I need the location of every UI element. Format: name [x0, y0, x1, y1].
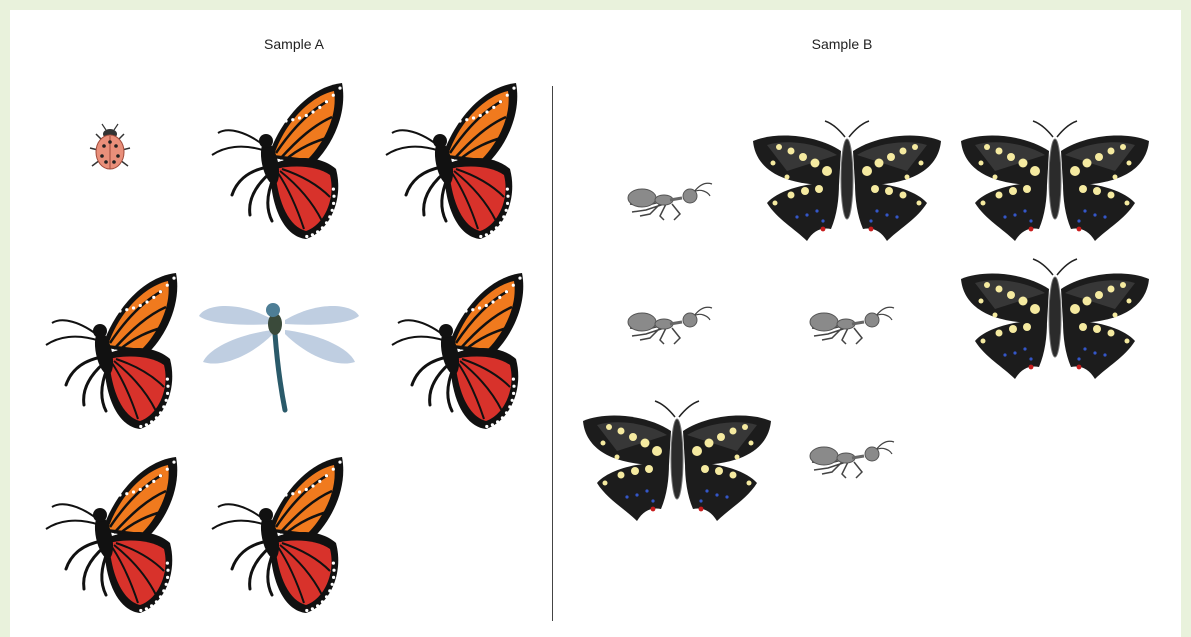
monarch-butterfly-icon — [380, 82, 520, 240]
swallowtail-butterfly-icon — [960, 258, 1150, 380]
ant-icon — [806, 436, 898, 480]
monarch-butterfly-icon — [40, 456, 180, 614]
monarch-butterfly-icon — [386, 272, 526, 430]
sample-b-title: Sample B — [812, 36, 873, 52]
monarch-butterfly-icon — [206, 456, 346, 614]
sample-divider — [552, 86, 553, 621]
monarch-butterfly-icon — [40, 272, 180, 430]
ant-icon — [624, 302, 716, 346]
ant-icon — [624, 178, 716, 222]
figure-panel: Sample A Sample B — [10, 10, 1181, 637]
swallowtail-butterfly-icon — [752, 120, 942, 242]
dragonfly-icon — [196, 288, 362, 412]
ant-icon — [806, 302, 898, 346]
swallowtail-butterfly-icon — [960, 120, 1150, 242]
monarch-butterfly-icon — [206, 82, 346, 240]
ladybug-icon — [84, 122, 136, 178]
swallowtail-butterfly-icon — [582, 400, 772, 522]
sample-a-title: Sample A — [264, 36, 324, 52]
